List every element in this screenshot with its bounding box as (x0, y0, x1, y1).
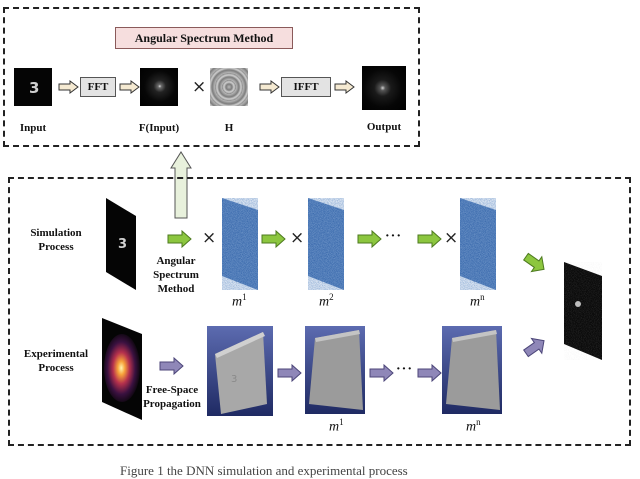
finput-label: F(Input) (138, 122, 180, 134)
arrow-right-icon (119, 80, 140, 94)
final-output-plane (564, 262, 602, 360)
green-arrow-icon (357, 229, 382, 249)
exp-mask-label-n: mn (466, 417, 481, 435)
gaussian-beam-plane (102, 318, 142, 420)
mask-label-1: m1 (232, 292, 247, 310)
multiply-icon: × (444, 228, 459, 248)
printed-layer-mn (442, 326, 502, 414)
arrow-right-icon (259, 80, 280, 94)
experimental-label: Experimental Process (23, 348, 89, 374)
asm-method-label: Angular Spectrum Method (153, 255, 199, 295)
svg-text:3: 3 (231, 374, 237, 385)
phase-mask-n (460, 198, 496, 290)
green-arrow-icon (167, 229, 192, 249)
arrow-right-icon (58, 80, 79, 94)
asm-panel (3, 7, 420, 147)
process-panel (8, 177, 631, 446)
fourier-input-image (140, 68, 178, 106)
multiply-icon: × (192, 77, 207, 97)
mask-label-2: m2 (319, 292, 334, 310)
sim-input-plane: 3 (106, 198, 136, 290)
purple-arrow-icon (277, 363, 302, 383)
simulation-label: Simulation Process (30, 227, 82, 253)
input-image: 3 (14, 68, 52, 106)
h-label: H (224, 122, 234, 134)
figure-caption: Figure 1 the DNN simulation and experime… (120, 463, 408, 478)
printed-layer-m1 (305, 326, 365, 414)
ellipsis: ··· (396, 362, 414, 377)
svg-text:3: 3 (29, 79, 39, 97)
arrow-right-icon (334, 80, 355, 94)
multiply-icon: × (290, 228, 305, 248)
green-arrow-icon (261, 229, 286, 249)
purple-arrow-icon (417, 363, 442, 383)
multiply-icon: × (202, 228, 217, 248)
transfer-function-image (210, 68, 248, 106)
output-label: Output (366, 121, 402, 133)
mask-label-n: mn (470, 292, 485, 310)
purple-arrow-icon (369, 363, 394, 383)
digit-three-icon: 3 (29, 79, 39, 97)
asm-title: Angular Spectrum Method (115, 27, 293, 49)
purple-arrow-up-icon (522, 337, 545, 358)
phase-mask-2 (308, 198, 344, 290)
svg-text:3: 3 (118, 237, 127, 252)
arrow-up-icon (170, 151, 192, 219)
ellipsis: ··· (385, 229, 403, 244)
phase-mask-1 (222, 198, 258, 290)
printed-layer-1: 3 (207, 326, 273, 416)
fsp-label: Free-Space Propagation (143, 384, 201, 410)
purple-arrow-icon (159, 356, 184, 376)
fft-box: FFT (80, 77, 116, 97)
output-image (362, 66, 406, 110)
input-label: Input (19, 122, 47, 134)
exp-mask-label-1: m1 (329, 417, 344, 435)
ifft-box: IFFT (281, 77, 331, 97)
green-arrow-down-icon (522, 252, 545, 273)
green-arrow-icon (417, 229, 442, 249)
